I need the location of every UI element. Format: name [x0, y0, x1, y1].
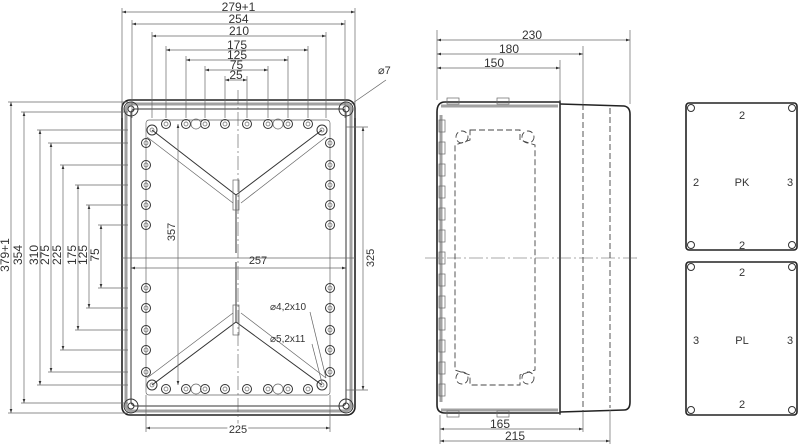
panel-pk-bottom: 2 [739, 240, 745, 252]
panel-pl: 2 3 PL 3 2 [685, 261, 798, 416]
screw-label-b: ⌀5,2x11 [270, 334, 306, 345]
side-dimensions: 230 180 150 165 215 [436, 28, 631, 444]
panel-pk-right: 3 [787, 177, 793, 189]
dim-225: 225 [229, 424, 247, 436]
panel-pk-top: 2 [739, 110, 745, 122]
side-dim-180: 180 [499, 42, 519, 56]
panel-pl-name: PL [735, 335, 748, 347]
panel-pk-name: PK [735, 177, 750, 189]
left-dim-label: 125 [76, 245, 90, 265]
left-dim-label: 225 [50, 245, 64, 265]
side-dim-150: 150 [484, 56, 504, 70]
left-dim-label: 354 [11, 245, 25, 265]
front-misc-dimensions: 357 325 257 225 ⌀7 ⌀4,2x10 ⌀5,2x11 [131, 65, 391, 438]
side-dim-230: 230 [522, 28, 542, 42]
panel-pk: 2 2 PK 3 2 [685, 102, 798, 252]
panel-pl-bottom: 2 [739, 399, 745, 411]
top-dim-label: 125 [227, 48, 247, 62]
left-dim-label: 75 [88, 248, 102, 262]
hole-diameter-label: ⌀7 [378, 65, 391, 77]
panel-pk-left: 2 [693, 177, 699, 189]
top-dim-label: 254 [228, 12, 248, 26]
dim-257: 257 [249, 255, 267, 267]
panel-pl-right: 3 [787, 335, 793, 347]
dim-325: 325 [365, 249, 377, 267]
left-dim-label: 275 [38, 245, 52, 265]
screw-label-a: ⌀4,2x10 [270, 302, 306, 313]
dim-357: 357 [166, 223, 178, 241]
side-dim-215: 215 [505, 429, 525, 443]
top-dim-label: 210 [229, 24, 249, 38]
left-dim-label: 175 [65, 245, 79, 265]
panel-pl-left: 3 [693, 335, 699, 347]
front-view [121, 90, 356, 425]
side-dim-165: 165 [490, 417, 510, 431]
side-view [425, 97, 640, 418]
left-dim-label: 379+1 [0, 238, 12, 272]
corner-screw-icons [123, 101, 354, 414]
top-dim-label: 75 [230, 58, 244, 72]
left-dim-label: 310 [27, 245, 41, 265]
mounting-boss-icons [141, 118, 335, 395]
top-dim-label: 279+1 [222, 0, 256, 14]
top-dim-label: 175 [227, 38, 247, 52]
top-dim-label: 25 [229, 68, 243, 82]
box-outline [121, 99, 356, 416]
panel-pl-top: 2 [739, 267, 745, 279]
